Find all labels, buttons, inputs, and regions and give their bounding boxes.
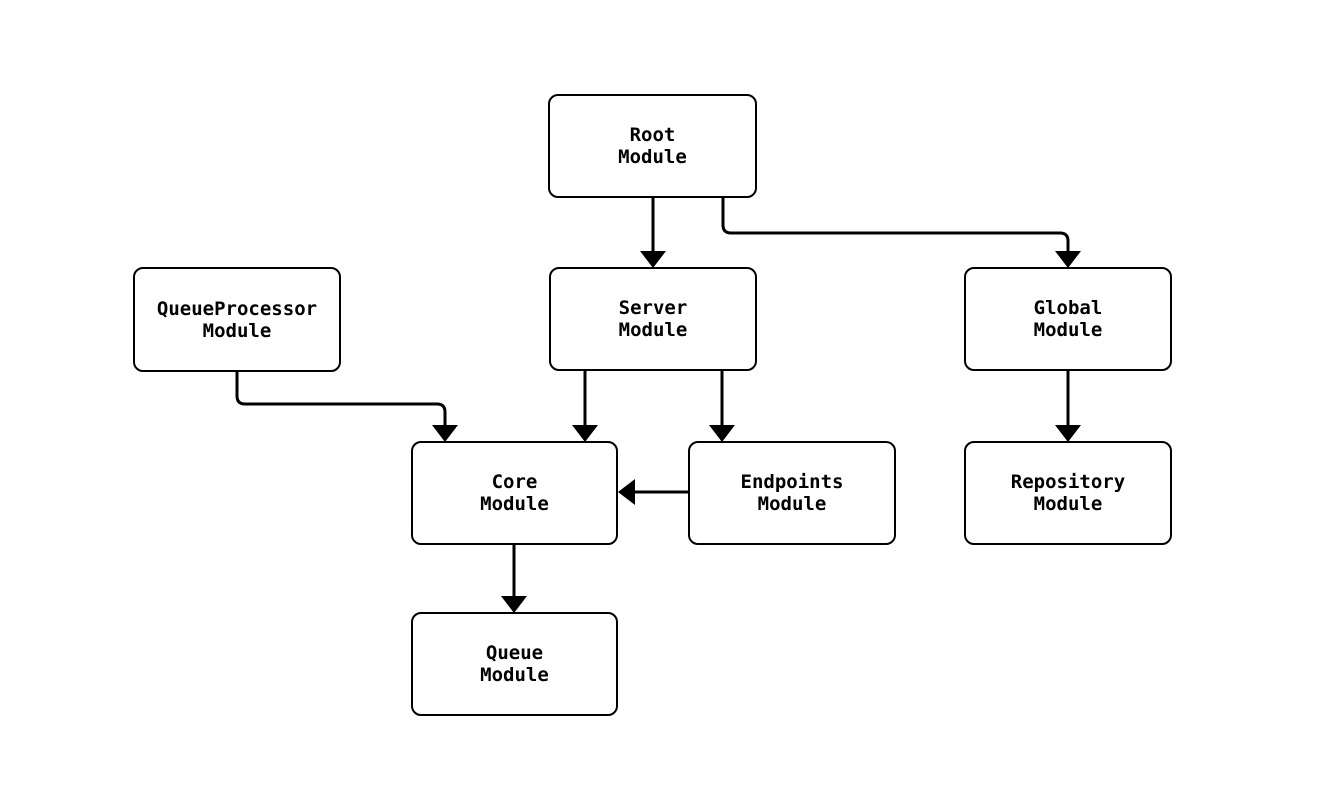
edge-root-to-global: [721, 198, 1081, 268]
node-label: QueueProcessor Module: [156, 297, 318, 342]
arrowhead-icon: [1055, 425, 1081, 442]
arrowhead-icon: [1055, 251, 1081, 268]
node-core-module: Core Module: [411, 441, 618, 545]
edge-server-to-endpoints: [709, 371, 735, 442]
node-label: Core Module: [480, 471, 549, 515]
edge-endpoints-to-core: [618, 479, 688, 505]
edge-line: [721, 198, 1070, 251]
arrowhead-icon: [618, 479, 635, 505]
node-root-module: Root Module: [548, 94, 757, 198]
node-label: Queue Module: [480, 642, 549, 686]
edge-root-to-server: [640, 198, 666, 268]
node-global-module: Global Module: [964, 267, 1172, 371]
node-queue-module: Queue Module: [411, 612, 618, 716]
arrowhead-icon: [501, 596, 527, 613]
edge-global-to-repository: [1055, 371, 1081, 442]
node-label: Repository Module: [1010, 471, 1126, 515]
arrowhead-icon: [640, 251, 666, 268]
edge-core-to-queue: [501, 545, 527, 613]
node-repository-module: Repository Module: [964, 441, 1172, 545]
arrowhead-icon: [572, 425, 598, 442]
edge-queueprocessor-to-core: [235, 372, 458, 442]
node-label: Endpoints Module: [740, 471, 844, 515]
node-label: Global Module: [1033, 297, 1103, 341]
arrowhead-icon: [432, 425, 458, 442]
edge-line: [235, 372, 447, 425]
node-label: Server Module: [618, 297, 688, 341]
arrowhead-icon: [709, 425, 735, 442]
node-server-module: Server Module: [549, 267, 757, 371]
node-endpoints-module: Endpoints Module: [688, 441, 896, 545]
edge-server-to-core: [572, 371, 598, 442]
node-queueprocessor-module: QueueProcessor Module: [133, 267, 341, 372]
node-label: Root Module: [618, 124, 687, 168]
